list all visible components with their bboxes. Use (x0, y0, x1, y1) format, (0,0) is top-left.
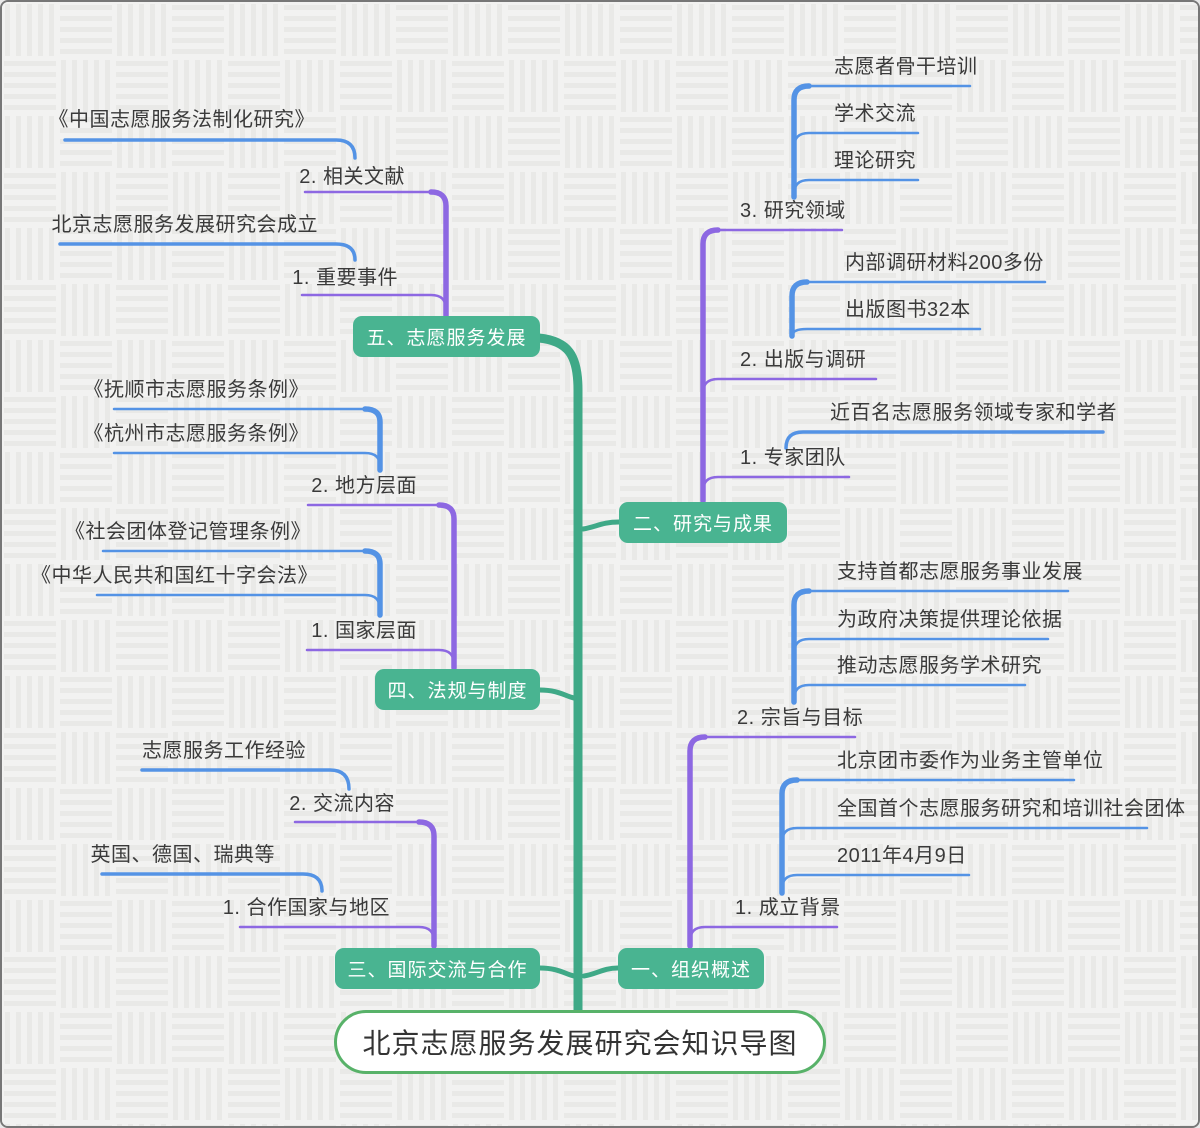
leaf-3-2-1[interactable]: 英国、德国、瑞典等 (90, 844, 275, 866)
leafline-2-c1-1 (792, 131, 920, 149)
leaf-4-2-1[interactable]: 《社会团体登记管理条例》 (65, 521, 311, 543)
subtopic-2-3[interactable]: 3. 研究领域 (740, 200, 846, 222)
main-topic-4[interactable]: 四、法规与制度 (375, 669, 540, 710)
subtopic-3-2[interactable]: 2. 交流内容 (289, 793, 395, 815)
trunk-and-branch-connectors (534, 333, 622, 1015)
leaf-1-1-2[interactable]: 全国首个志愿服务研究和培训社会团体 (837, 798, 1186, 820)
leafline-4-c2-1 (95, 593, 382, 611)
root-topic[interactable]: 北京志愿服务发展研究会知识导图 (334, 1010, 826, 1074)
main-topic-3[interactable]: 三、国际交流与合作 (335, 948, 540, 989)
subtopic-1-2[interactable]: 2. 宗旨与目标 (737, 707, 864, 729)
leafline-1-c2-2 (780, 873, 971, 891)
leaf-2-3-1[interactable]: 近百名志愿服务领域专家和学者 (830, 402, 1117, 424)
leafline-3-c2-0 (100, 872, 324, 893)
leaf-1-1-1[interactable]: 北京团市委作为业务主管单位 (837, 750, 1104, 772)
underline-1-c2 (688, 925, 839, 943)
leaf-1-2-3[interactable]: 推动志愿服务学术研究 (837, 655, 1042, 677)
leaf-1-2-2[interactable]: 为政府决策提供理论依据 (837, 609, 1063, 631)
leaf-2-2-2[interactable]: 出版图书32本 (845, 299, 971, 321)
leafline-2-c3-0 (784, 430, 1105, 450)
leafline-2-c2-1 (790, 327, 982, 338)
level2-links (238, 189, 878, 949)
leaf-2-1-2[interactable]: 学术交流 (834, 103, 916, 125)
leafline-3-c1-0 (140, 768, 351, 791)
subtopic-2-2[interactable]: 2. 出版与调研 (740, 349, 867, 371)
branch-connector-2 (580, 519, 622, 532)
leaf-5-2-1[interactable]: 北京志愿服务发展研究会成立 (51, 214, 318, 236)
subtopic-4-1[interactable]: 1. 国家层面 (311, 620, 417, 642)
main-topic-5[interactable]: 五、志愿服务发展 (353, 316, 540, 357)
subtopic-5-2[interactable]: 1. 重要事件 (292, 267, 398, 289)
leafspine-4-c1 (362, 406, 383, 473)
leaf-4-1-2[interactable]: 《杭州市志愿服务条例》 (83, 423, 309, 445)
subtopic-2-1[interactable]: 1. 专家团队 (740, 447, 846, 469)
leaf-4-2-2[interactable]: 《中华人民共和国红十字会法》 (31, 565, 318, 587)
spine-branch-1 (687, 734, 708, 949)
leaf-3-1-1[interactable]: 志愿服务工作经验 (142, 740, 306, 762)
leafline-4-c1-1 (112, 451, 382, 468)
underline-5-c2 (300, 293, 448, 311)
underline-2-c2 (701, 377, 878, 395)
leafline-5-c1-0 (63, 138, 357, 160)
leaf-1-2-1[interactable]: 支持首都志愿服务事业发展 (837, 561, 1083, 583)
leaf-1-1-3[interactable]: 2011年4月9日 (837, 845, 967, 867)
subtopic-4-2[interactable]: 2. 地方层面 (311, 475, 417, 497)
branch-connector-1 (581, 965, 621, 979)
trunk-line (534, 333, 583, 1015)
main-topic-2[interactable]: 二、研究与成果 (619, 502, 787, 543)
leaf-2-2-1[interactable]: 内部调研材料200多份 (845, 252, 1044, 274)
subtopic-1-1[interactable]: 1. 成立背景 (735, 897, 841, 919)
main-topic-1[interactable]: 一、组织概述 (618, 948, 764, 989)
branch-connector-4 (537, 687, 577, 701)
leafline-2-c1-2 (792, 178, 920, 196)
leafline-1-c2-1 (780, 826, 1149, 844)
subtopic-3-1[interactable]: 1. 合作国家与地区 (222, 897, 390, 919)
leaf-5-1-1[interactable]: 《中国志愿服务法制化研究》 (48, 109, 315, 131)
leafline-1-c1-1 (792, 637, 1050, 655)
underline-3-c2 (238, 925, 436, 943)
underline-4-c2 (305, 648, 456, 666)
leaf-2-1-3[interactable]: 理论研究 (834, 150, 916, 172)
leafline-5-c2-0 (58, 242, 357, 262)
spine-branch-4 (436, 502, 457, 671)
subtopic-5-1[interactable]: 2. 相关文献 (299, 166, 405, 188)
leaf-2-1-1[interactable]: 志愿者骨干培训 (834, 56, 978, 78)
leafline-1-c1-2 (792, 683, 1027, 701)
branch-connector-3 (537, 965, 577, 979)
leaf-links (58, 83, 1149, 896)
underline-2-c3 (701, 475, 851, 493)
leaf-4-1-1[interactable]: 《抚顺市志愿服务条例》 (83, 379, 309, 401)
leafspine-4-c2 (362, 548, 383, 618)
spine-branch-2 (700, 227, 721, 504)
